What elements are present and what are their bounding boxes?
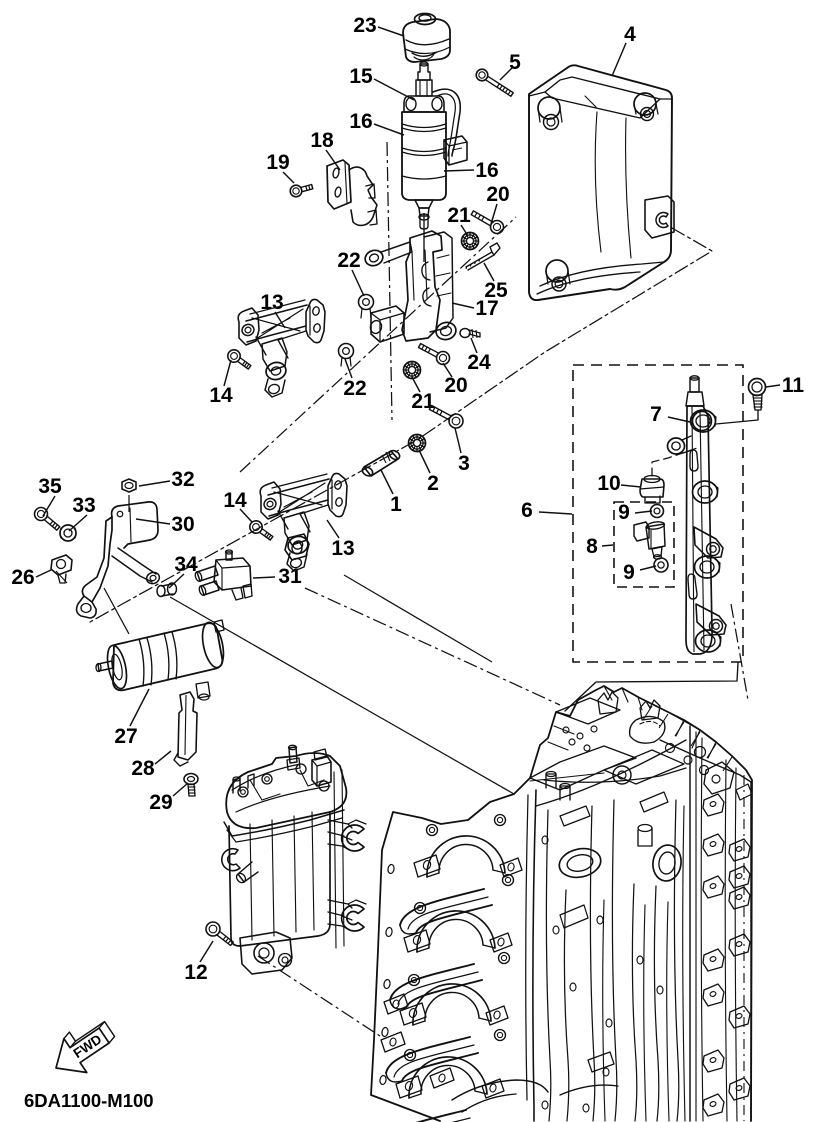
svg-text:10: 10 xyxy=(597,472,620,495)
svg-text:24: 24 xyxy=(467,351,491,374)
svg-text:3: 3 xyxy=(458,452,470,475)
svg-text:22: 22 xyxy=(337,249,360,272)
svg-text:27: 27 xyxy=(114,725,137,748)
svg-text:15: 15 xyxy=(349,65,373,88)
svg-text:9: 9 xyxy=(623,561,635,584)
svg-text:13: 13 xyxy=(260,291,283,314)
svg-text:6: 6 xyxy=(521,499,533,522)
svg-text:33: 33 xyxy=(72,494,95,517)
svg-text:29: 29 xyxy=(149,791,172,814)
svg-text:25: 25 xyxy=(484,279,508,302)
svg-text:4: 4 xyxy=(624,23,636,46)
svg-text:16: 16 xyxy=(349,110,372,133)
svg-text:9: 9 xyxy=(618,501,630,524)
svg-text:6DA1100-M100: 6DA1100-M100 xyxy=(24,1090,154,1111)
svg-text:21: 21 xyxy=(447,204,471,227)
svg-text:2: 2 xyxy=(427,472,439,495)
svg-text:34: 34 xyxy=(174,553,198,576)
svg-text:32: 32 xyxy=(171,468,194,491)
svg-text:12: 12 xyxy=(184,961,207,984)
svg-text:1: 1 xyxy=(390,493,402,516)
svg-text:20: 20 xyxy=(486,183,509,206)
svg-text:23: 23 xyxy=(353,14,376,37)
svg-text:19: 19 xyxy=(266,151,289,174)
svg-text:14: 14 xyxy=(223,489,247,512)
svg-text:16: 16 xyxy=(475,159,498,182)
svg-text:7: 7 xyxy=(650,403,662,426)
svg-text:13: 13 xyxy=(331,537,354,560)
svg-text:30: 30 xyxy=(171,513,194,536)
svg-text:35: 35 xyxy=(38,475,62,498)
svg-text:14: 14 xyxy=(209,384,233,407)
svg-text:18: 18 xyxy=(310,129,334,152)
svg-text:17: 17 xyxy=(475,297,498,320)
svg-text:20: 20 xyxy=(444,374,467,397)
svg-text:11: 11 xyxy=(782,374,805,397)
svg-text:22: 22 xyxy=(343,377,366,400)
svg-text:5: 5 xyxy=(509,51,521,74)
svg-text:26: 26 xyxy=(11,566,34,589)
svg-text:28: 28 xyxy=(131,757,155,780)
svg-text:8: 8 xyxy=(586,535,598,558)
svg-text:21: 21 xyxy=(411,390,435,413)
